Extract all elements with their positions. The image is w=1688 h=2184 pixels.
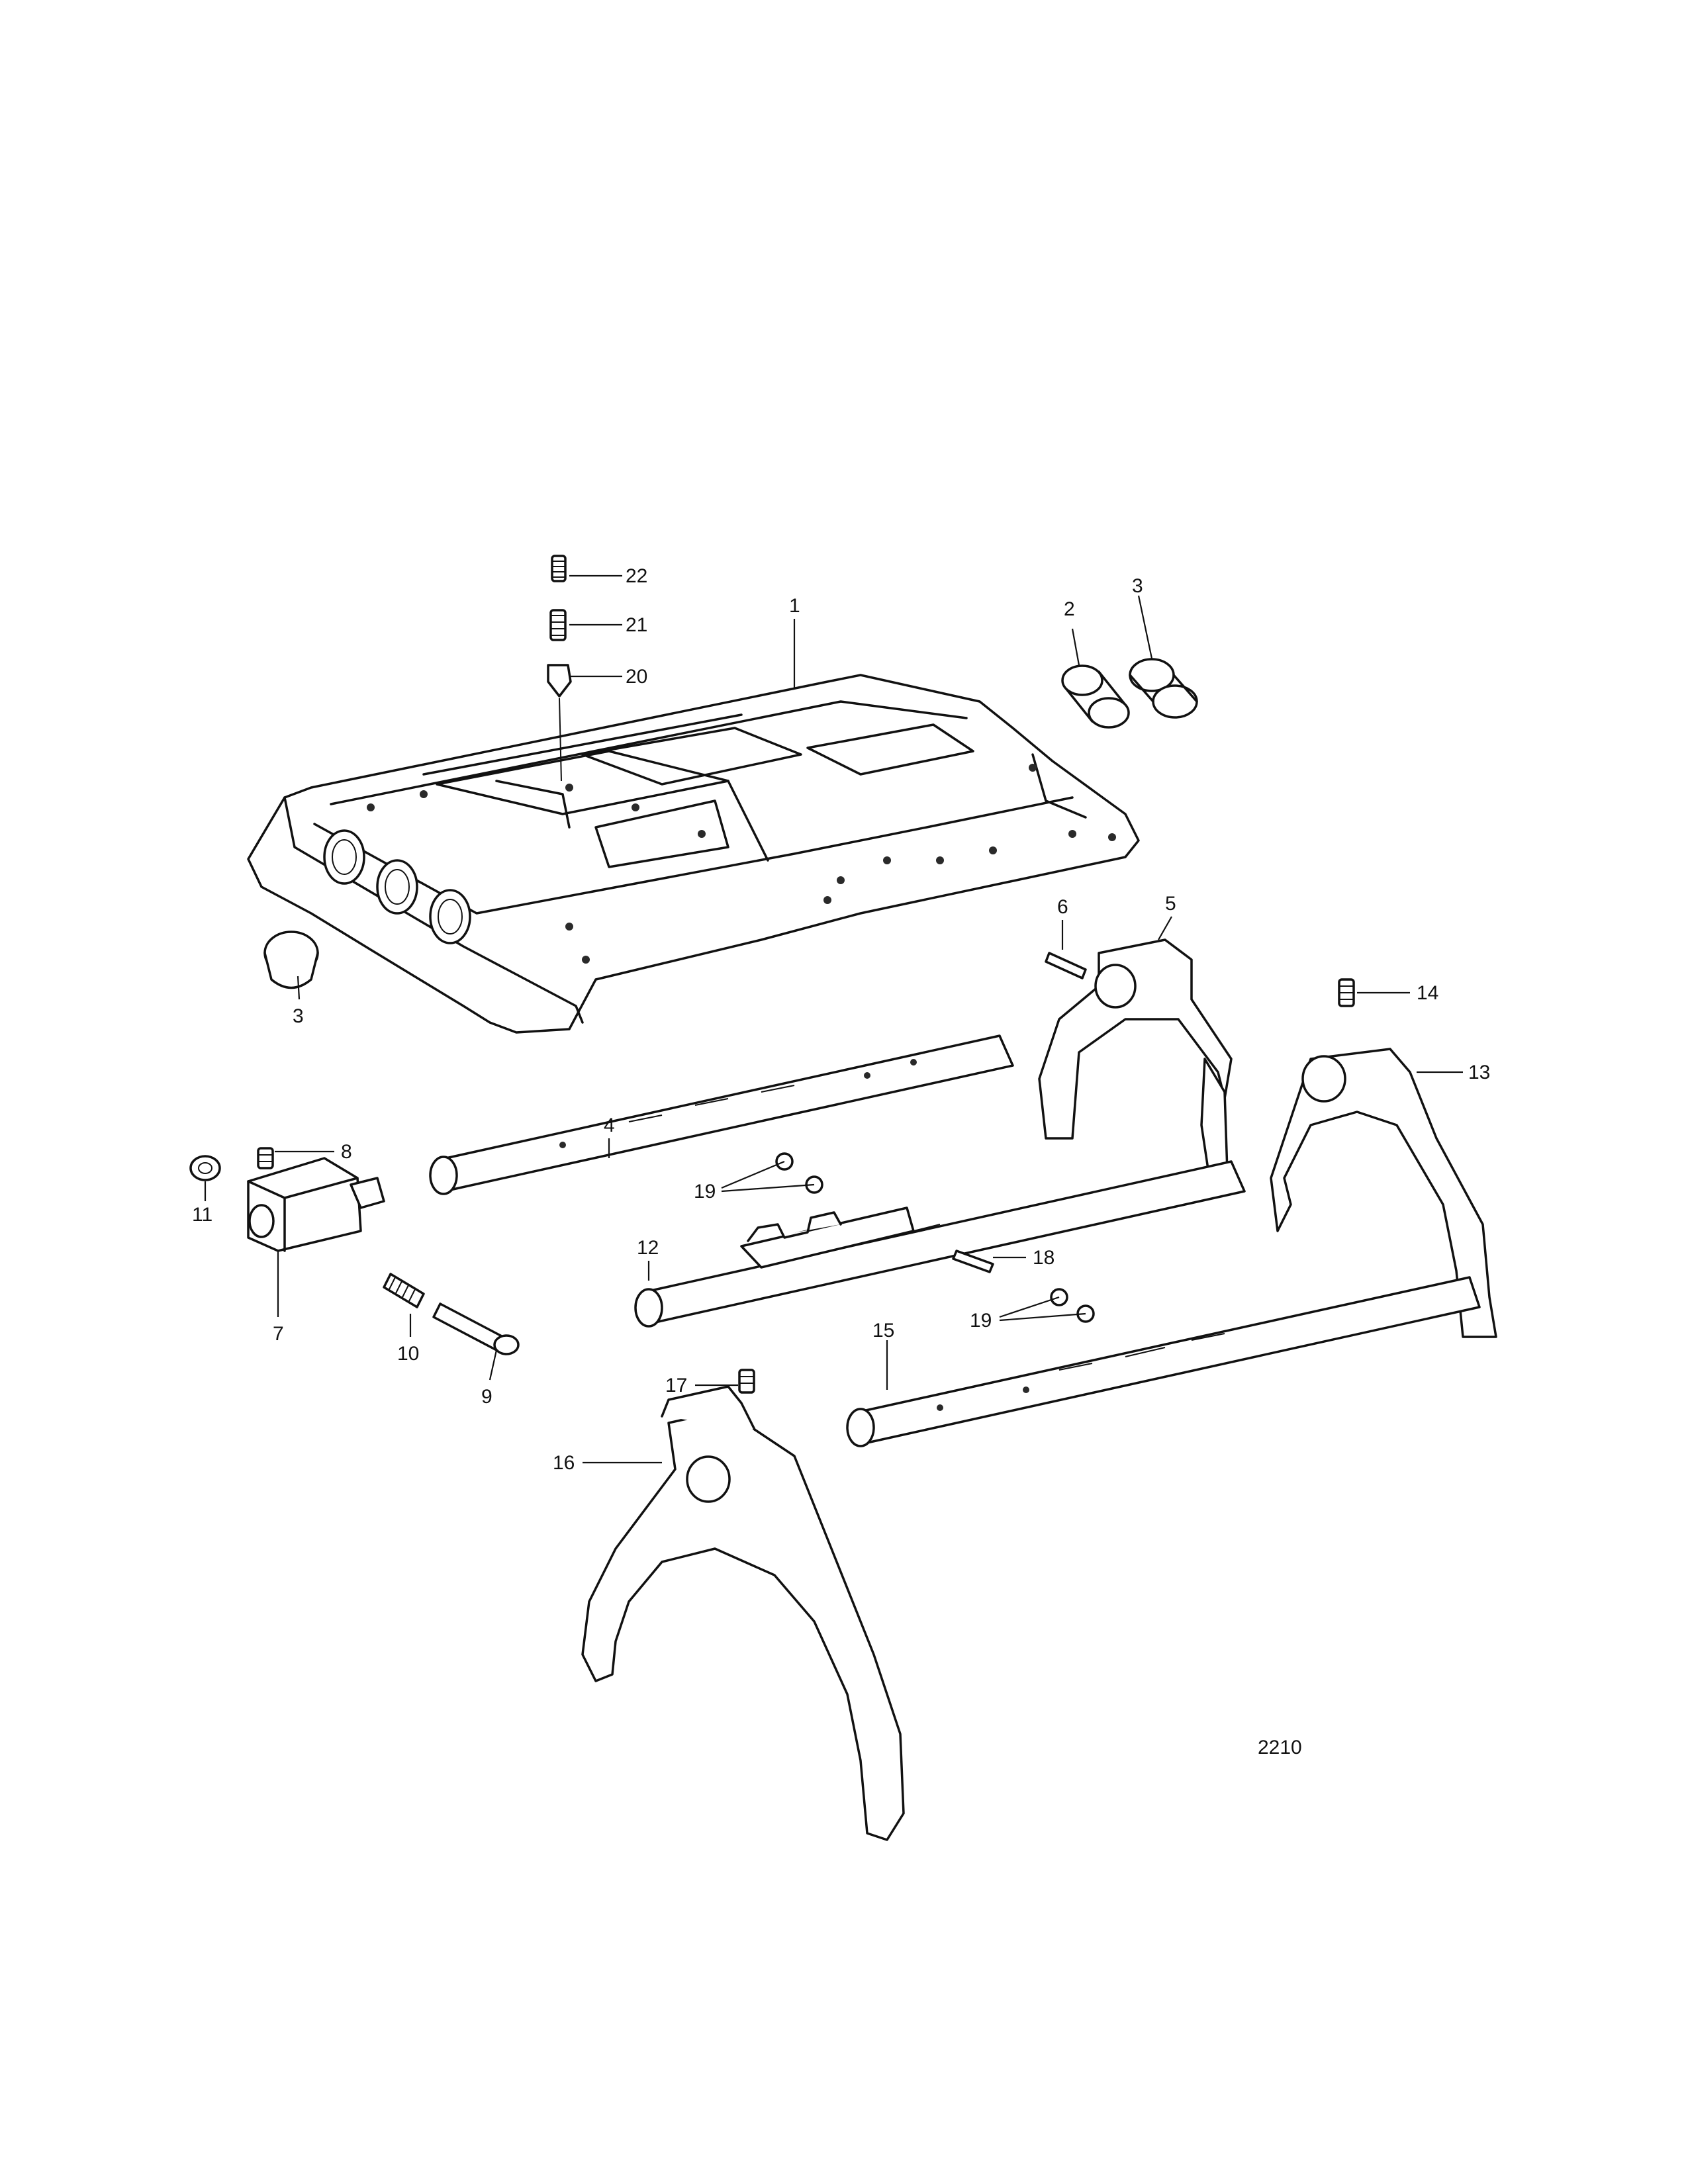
callout-16: 16	[553, 1452, 575, 1474]
callout-19-lower: 19	[970, 1310, 992, 1332]
callout-10: 10	[397, 1343, 419, 1365]
callout-4: 4	[604, 1115, 615, 1136]
callout-labels: 22 21 20 1 2 3 3 4 5 6 14 13 8 11 7 10 9…	[192, 565, 1490, 1474]
callout-12: 12	[637, 1237, 659, 1259]
plunger-9	[432, 1302, 520, 1355]
shift-fork-16	[581, 1385, 905, 1841]
ball-19b	[1050, 1288, 1095, 1323]
screw-6	[1045, 952, 1087, 979]
callout-20: 20	[626, 666, 647, 688]
shift-rod-upper	[634, 1160, 1246, 1328]
callout-3-bushing: 3	[1132, 575, 1143, 597]
screw-14	[1338, 978, 1355, 1007]
callout-11: 11	[192, 1204, 212, 1226]
callout-19-upper: 19	[694, 1181, 716, 1203]
shift-rod-4	[429, 1034, 1014, 1195]
callout-8: 8	[341, 1141, 352, 1163]
leader-lines	[204, 574, 1463, 1464]
callout-6: 6	[1057, 896, 1068, 918]
screw-8	[257, 1147, 274, 1169]
callout-7: 7	[273, 1323, 284, 1345]
figure-number: 2210	[1258, 1737, 1302, 1758]
bushing-2	[1061, 664, 1130, 729]
plug-11	[189, 1155, 221, 1181]
screw-17	[738, 1369, 755, 1394]
callout-3-plug: 3	[293, 1005, 304, 1027]
callout-18: 18	[1033, 1247, 1055, 1269]
spring-22	[551, 555, 567, 582]
interlock-block-7	[247, 1157, 385, 1252]
callout-5: 5	[1165, 893, 1176, 915]
callout-22: 22	[626, 565, 647, 587]
bushing-3	[1129, 658, 1198, 719]
callout-2: 2	[1064, 598, 1075, 620]
plunger-20	[547, 664, 572, 782]
spring-10	[383, 1273, 425, 1308]
callout-17: 17	[665, 1375, 687, 1396]
callout-14: 14	[1417, 982, 1438, 1004]
callout-9: 9	[481, 1386, 492, 1408]
shift-rod-15	[846, 1276, 1481, 1447]
gearbox-cover	[247, 674, 1140, 1034]
callout-21: 21	[626, 614, 647, 636]
callout-15: 15	[872, 1320, 894, 1342]
spring-21	[549, 609, 567, 641]
pin-18	[952, 1250, 994, 1273]
callout-13: 13	[1468, 1062, 1490, 1083]
plug-3	[263, 931, 319, 989]
shift-rod-12	[740, 1206, 915, 1269]
shift-fork-5	[1038, 938, 1233, 1193]
callout-1: 1	[789, 595, 800, 617]
